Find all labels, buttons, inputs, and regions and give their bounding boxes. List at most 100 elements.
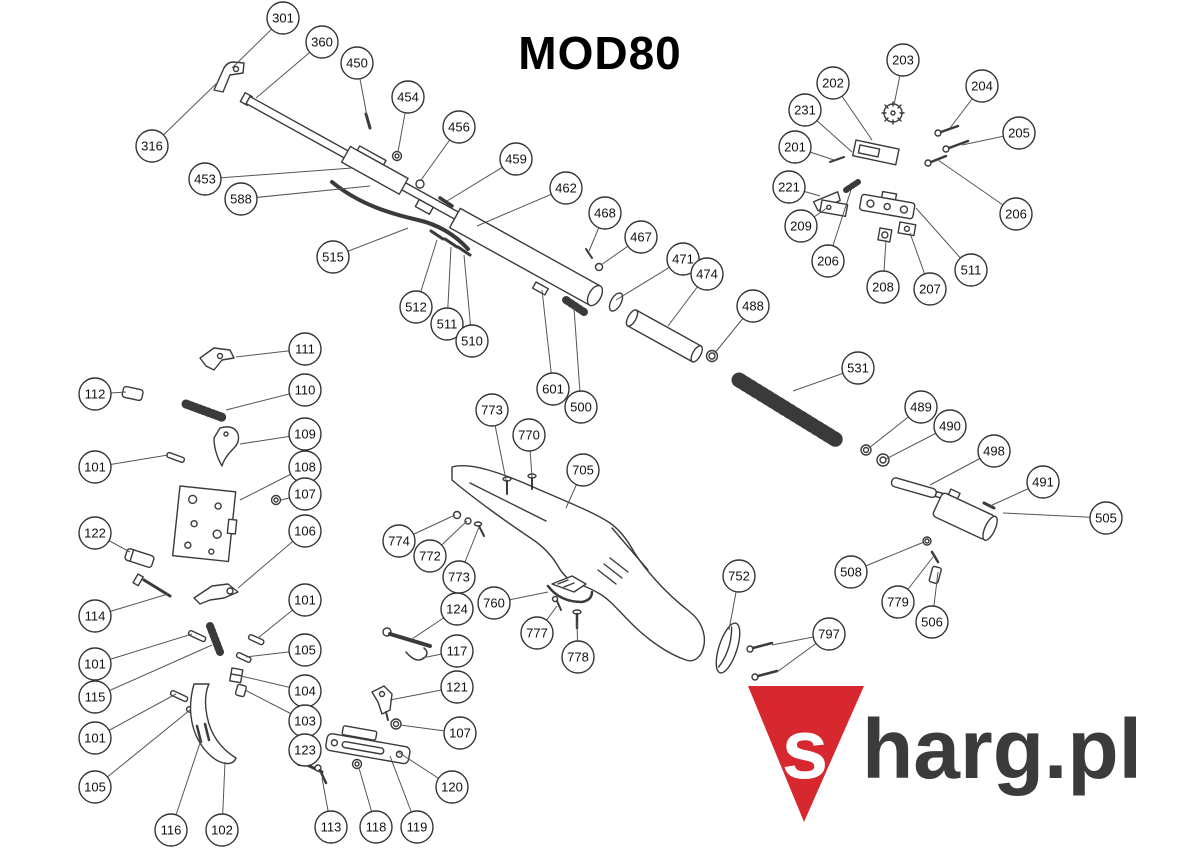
callout-601: 601: [536, 372, 570, 406]
svg-text:107: 107: [449, 726, 471, 741]
callout-202: 202: [816, 66, 850, 100]
svg-text:116: 116: [161, 823, 182, 838]
callout-498: 498: [977, 434, 1011, 468]
svg-text:774: 774: [388, 534, 410, 549]
svg-text:797: 797: [818, 627, 840, 642]
svg-text:113: 113: [321, 820, 342, 835]
callout-773: 773: [442, 560, 476, 594]
svg-text:773: 773: [448, 570, 470, 585]
svg-text:231: 231: [794, 103, 816, 118]
svg-text:462: 462: [555, 181, 577, 196]
svg-text:588: 588: [230, 192, 252, 207]
callout-705: 705: [566, 453, 600, 487]
butt-pad-drawing: [715, 622, 741, 674]
svg-text:467: 467: [630, 230, 652, 245]
callout-778: 778: [561, 640, 595, 674]
callout-468: 468: [588, 196, 622, 230]
svg-text:491: 491: [1032, 475, 1054, 490]
svg-text:770: 770: [518, 428, 540, 443]
callout-204: 204: [965, 69, 999, 103]
svg-text:122: 122: [84, 526, 106, 541]
callout-490: 490: [933, 409, 967, 443]
mainspring-drawing: [731, 372, 846, 449]
svg-text:511: 511: [961, 263, 982, 278]
callout-474: 474: [690, 257, 724, 291]
svg-text:202: 202: [822, 76, 844, 91]
callout-101: 101: [78, 721, 112, 755]
callout-752: 752: [722, 559, 756, 593]
callout-462: 462: [549, 171, 583, 205]
leader-line-105: [94, 709, 191, 788]
callout-208: 208: [866, 270, 900, 304]
callout-500: 500: [564, 390, 598, 424]
callout-467: 467: [624, 220, 658, 254]
logo-letter-s: s: [782, 702, 829, 796]
under-receiver-parts-drawing: [531, 281, 588, 316]
callout-508: 508: [834, 555, 868, 589]
svg-text:112: 112: [85, 387, 106, 402]
svg-text:106: 106: [294, 524, 316, 539]
callout-122: 122: [78, 516, 112, 550]
leader-line-115: [94, 644, 213, 698]
svg-text:456: 456: [448, 120, 470, 135]
svg-text:490: 490: [939, 419, 961, 434]
callout-207: 207: [913, 272, 947, 306]
stock-screws-drawing: [746, 641, 779, 681]
svg-text:101: 101: [84, 460, 106, 475]
svg-text:360: 360: [311, 35, 333, 50]
callout-777: 777: [520, 616, 554, 650]
svg-text:489: 489: [910, 400, 932, 415]
callout-453: 453: [188, 162, 222, 196]
svg-text:511: 511: [437, 317, 458, 332]
callout-511: 511: [954, 253, 988, 287]
leader-line-453: [204, 167, 353, 180]
callout-531: 531: [841, 351, 875, 385]
callout-301: 301: [266, 1, 300, 35]
svg-text:102: 102: [211, 823, 233, 838]
muzzle-tube-drawing: [625, 309, 704, 363]
svg-text:117: 117: [447, 644, 468, 659]
svg-text:209: 209: [790, 219, 812, 234]
svg-text:531: 531: [847, 361, 869, 376]
svg-text:115: 115: [85, 690, 106, 705]
callout-450: 450: [340, 46, 374, 80]
piston-group-drawing: [860, 444, 998, 585]
callout-506: 506: [915, 605, 949, 639]
callout-111: 111: [288, 332, 322, 366]
svg-text:104: 104: [294, 684, 316, 699]
stock-drawing: [451, 465, 706, 662]
svg-text:772: 772: [419, 549, 441, 564]
svg-text:105: 105: [294, 643, 316, 658]
callout-779: 779: [881, 585, 915, 619]
svg-text:208: 208: [872, 280, 894, 295]
callout-209: 209: [784, 209, 818, 243]
callout-103: 103: [288, 704, 322, 738]
svg-text:201: 201: [784, 140, 806, 155]
svg-text:459: 459: [505, 152, 527, 167]
callout-588: 588: [224, 182, 258, 216]
callout-471: 471: [666, 242, 700, 276]
ring-488-drawing: [705, 349, 719, 363]
callout-119: 119: [400, 810, 434, 844]
svg-text:601: 601: [542, 382, 564, 397]
svg-text:508: 508: [840, 565, 862, 580]
svg-text:101: 101: [84, 657, 106, 672]
grip-cap-drawing: [546, 575, 594, 630]
svg-text:705: 705: [572, 463, 594, 478]
callout-114: 114: [78, 599, 112, 633]
callout-115: 115: [78, 680, 112, 714]
cocking-lever-drawing: [330, 180, 470, 251]
forearm-screws-drawing: [452, 473, 537, 537]
svg-text:510: 510: [461, 334, 483, 349]
callout-109: 109: [288, 417, 322, 451]
svg-text:773: 773: [481, 403, 503, 418]
svg-text:778: 778: [567, 650, 589, 665]
svg-text:450: 450: [346, 56, 368, 71]
callout-221: 221: [772, 170, 806, 204]
svg-text:515: 515: [322, 250, 344, 265]
svg-text:454: 454: [397, 90, 419, 105]
callout-123: 123: [288, 733, 322, 767]
leader-line-101: [94, 633, 193, 665]
callout-510: 510: [455, 324, 489, 358]
